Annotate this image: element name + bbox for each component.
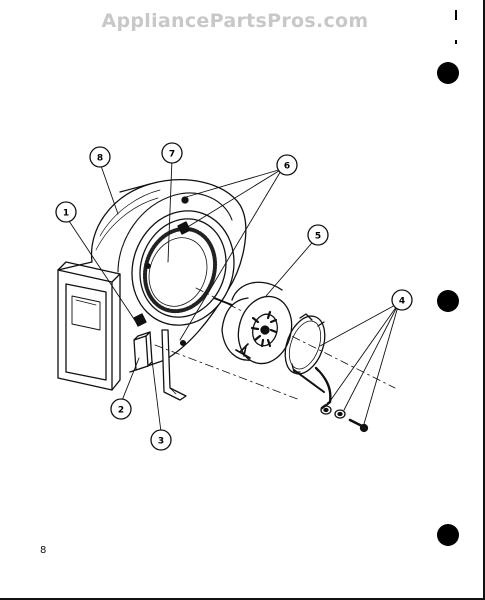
callout-label: 5 (315, 232, 321, 242)
watermark-text: AppliancePartsPros.com (101, 10, 369, 32)
edge-mark-dot (455, 40, 457, 44)
callout-3: 3 (150, 429, 172, 451)
mount-axis (154, 344, 301, 401)
callout-4: 4 (391, 289, 413, 311)
binder-hole-top (437, 62, 459, 84)
blower-motor (213, 281, 293, 365)
binder-hole-bottom (437, 524, 459, 546)
callout-label: 2 (118, 406, 124, 416)
fastener-set (320, 405, 369, 433)
blower-wheel (131, 210, 235, 326)
leader-lines (66, 158, 400, 433)
callout-5: 5 (307, 224, 329, 246)
callout-label: 6 (284, 162, 290, 172)
edge-mark-top (455, 10, 457, 20)
mounting-tab (177, 221, 191, 235)
callout-label: 8 (97, 154, 103, 164)
binder-hole-middle (437, 290, 459, 312)
mount-bracket (161, 329, 187, 401)
mounting-tab (133, 313, 147, 327)
callout-label: 4 (399, 297, 405, 307)
callout-1: 1 (55, 201, 77, 223)
motor-mount-ring (284, 313, 332, 410)
callout-8: 8 (89, 146, 111, 168)
callout-label: 1 (63, 209, 69, 219)
callout-6: 6 (276, 154, 298, 176)
screw-head (179, 339, 187, 347)
callout-2: 2 (110, 398, 132, 420)
callout-7: 7 (161, 142, 183, 164)
outlet-flange (57, 261, 121, 391)
callout-label: 7 (169, 150, 175, 160)
page-number: 8 (40, 545, 47, 556)
screw-head (181, 196, 189, 204)
callout-label: 3 (158, 437, 164, 447)
